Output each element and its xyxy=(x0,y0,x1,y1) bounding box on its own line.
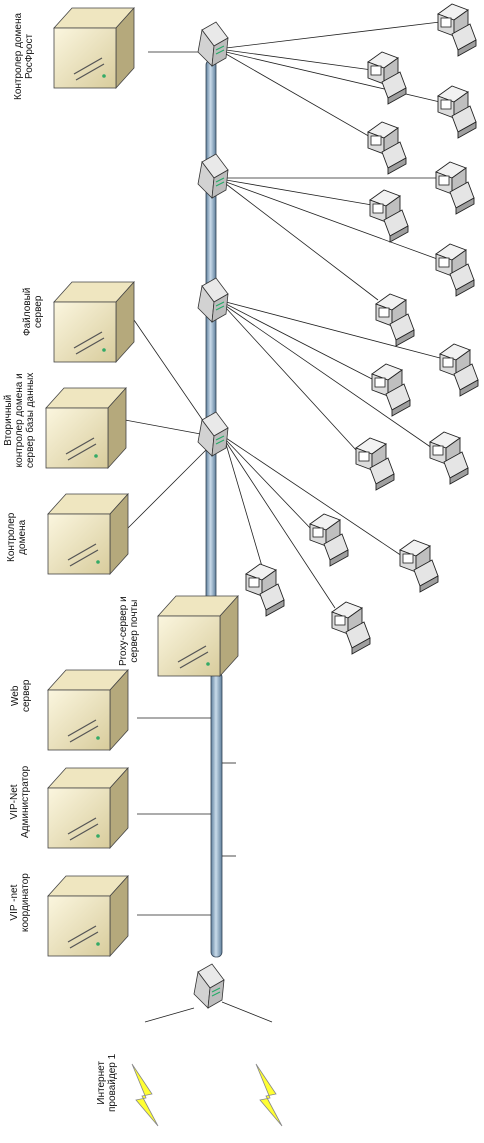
label-isp: Интернет провайдер 1 xyxy=(96,1053,118,1112)
switch-4 xyxy=(197,411,229,457)
vipnet-admin-server xyxy=(47,767,129,849)
workstation-10 xyxy=(371,363,411,417)
workstation-7 xyxy=(435,243,475,297)
network-cables xyxy=(124,21,441,1023)
label-proxy-mail: Proxy-сервер и сервер почты xyxy=(118,596,140,666)
label-domain-controller: Контролер домена xyxy=(6,512,28,562)
web-server xyxy=(47,669,129,751)
workstation-2 xyxy=(367,51,407,105)
workstation-6 xyxy=(369,189,409,243)
workstation-14 xyxy=(309,513,349,567)
workstation-8 xyxy=(375,293,415,347)
label-web-server: Web сервер xyxy=(10,679,32,712)
label-rosfrost-dc: Контролер домена РосФрост xyxy=(13,12,35,100)
secondary-domain-controller-server xyxy=(45,387,127,469)
label-vipnet-coord: VIP -net координатор xyxy=(9,873,31,932)
workstation-3 xyxy=(437,85,477,139)
lan-backbone-upper xyxy=(205,59,217,606)
switch-2 xyxy=(197,153,229,199)
switch-1 xyxy=(197,21,229,67)
rosfrost-domain-controller-server xyxy=(53,7,135,89)
workstation-12 xyxy=(355,437,395,491)
file-server xyxy=(53,281,135,363)
label-vipnet-admin: VIP-Net Администратор xyxy=(9,765,31,838)
router xyxy=(193,963,225,1009)
internet-link-1-icon xyxy=(131,1063,159,1127)
workstation-11 xyxy=(429,431,469,485)
internet-link-2-icon xyxy=(255,1063,283,1127)
label-file-server: Файловый сервер xyxy=(22,287,44,336)
workstations xyxy=(245,3,479,655)
workstation-4 xyxy=(367,121,407,175)
label-secondary-dc: Вторичный контролер домена и сервер базы… xyxy=(3,372,36,468)
workstation-9 xyxy=(439,343,479,397)
workstation-1 xyxy=(437,3,477,57)
workstation-5 xyxy=(435,161,475,215)
vipnet-coordinator-server xyxy=(47,875,129,957)
proxy-mail-server xyxy=(157,595,239,677)
workstation-13 xyxy=(399,539,439,593)
domain-controller-server xyxy=(47,493,129,575)
workstation-16 xyxy=(245,563,285,617)
switch-3 xyxy=(197,277,229,323)
lan-backbone-lower xyxy=(210,671,223,958)
workstation-15 xyxy=(331,601,371,655)
